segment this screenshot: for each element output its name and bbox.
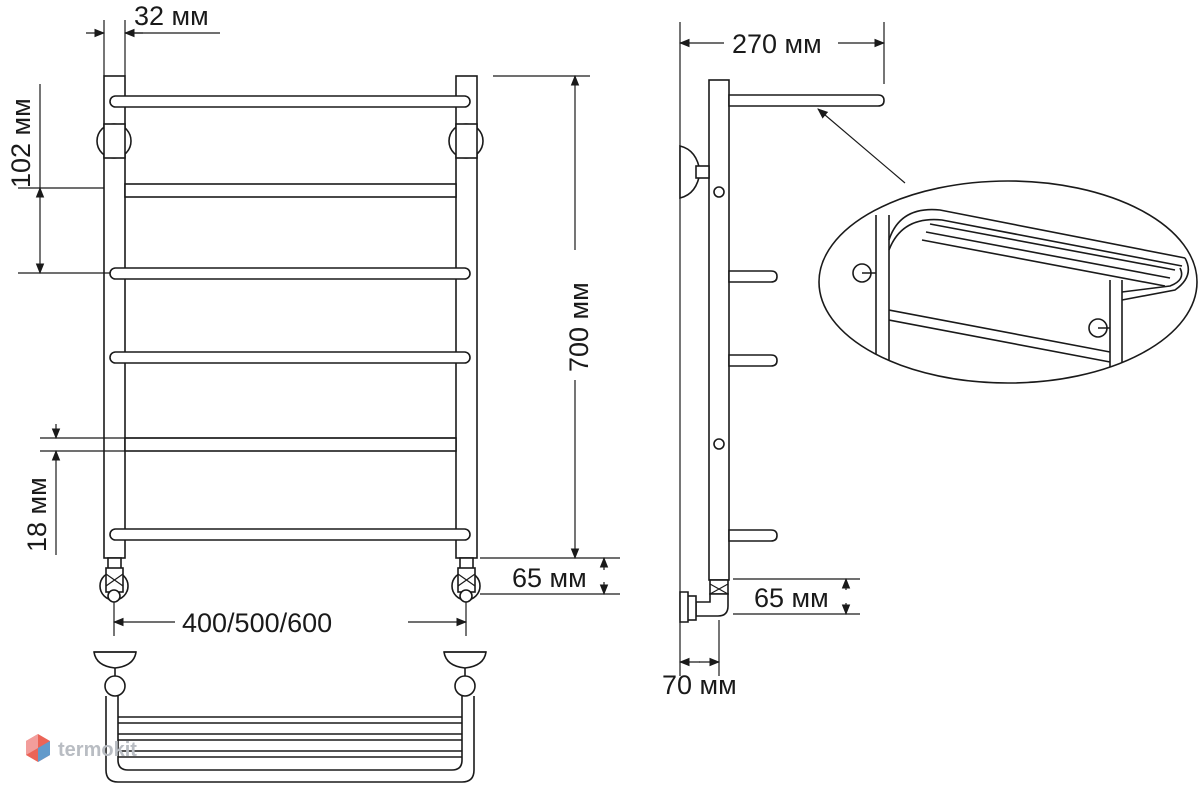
shelf-frame [105,696,475,783]
pipe-width-label: 32 мм [134,1,209,31]
dimension-pipe-width: 32 мм [86,1,220,76]
side-hole [713,438,725,450]
brand-name: termokit [58,739,137,761]
side-wall-mount [679,144,710,200]
rung-height-label: 18 мм [22,477,52,552]
rung [109,95,471,108]
side-rung [728,529,778,542]
mount-knob-left [104,675,126,697]
side-bottom-valve [679,579,729,623]
dimension-bottom-offset-side: 65 мм [733,577,860,616]
wall-mount-left [96,123,132,159]
side-vertical-pipe [708,79,730,581]
bottom-offset-front-label: 65 мм [512,563,587,593]
dimension-top-spacing: 102 мм [6,84,110,275]
wall-bracket-left [93,651,137,669]
side-view: 270 мм 65 мм 70 мм [662,22,906,700]
bottom-offset-side-label: 65 мм [754,583,829,613]
dimension-width: 400/500/600 [112,602,468,638]
dimension-wall-offset: 70 мм [662,620,737,700]
rung [109,528,471,541]
dimension-bottom-offset-front: 65 мм [480,556,620,596]
mount-knob-right [454,675,476,697]
rung [109,267,471,280]
side-rung [728,270,778,283]
front-view: 32 мм 102 мм 18 мм 700 мм [6,1,620,638]
rung [109,351,471,364]
wall-bracket-right [443,651,487,669]
dimension-rung-height: 18 мм [22,424,456,555]
dimension-depth: 270 мм [678,22,886,84]
wall-mount-right [448,123,484,159]
shelf-detail-callout [818,180,1198,384]
shelf-arm [728,94,885,107]
dimension-height: 700 мм [480,74,620,560]
side-hole [713,186,725,198]
height-label: 700 мм [564,282,594,372]
bottom-fitting-left [99,557,129,603]
depth-label: 270 мм [732,29,822,59]
wall-offset-label: 70 мм [662,670,737,700]
flat-rung [124,183,457,198]
plan-view [93,651,487,783]
termokit-logo: termokit [26,734,137,762]
flat-rung [124,437,457,452]
bottom-fitting-right [451,557,481,603]
top-spacing-label: 102 мм [6,98,36,188]
width-label: 400/500/600 [182,608,332,638]
side-rung [728,354,778,367]
callout-leader [817,108,906,184]
